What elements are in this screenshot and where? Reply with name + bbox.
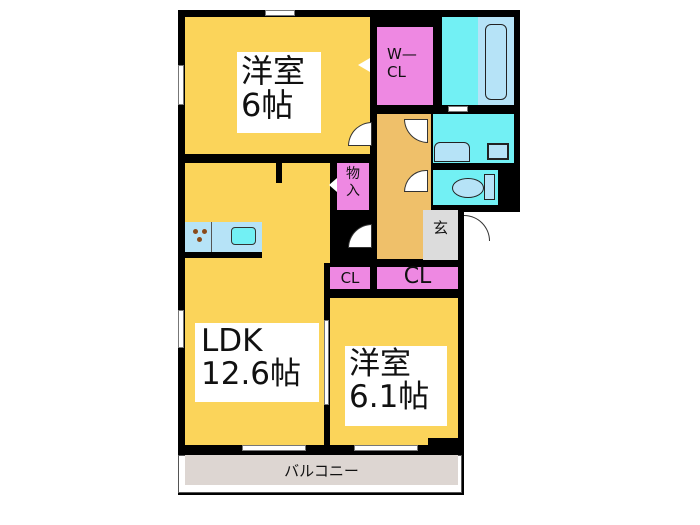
bath-door <box>448 106 468 112</box>
kitchen-counter-edge <box>185 252 262 258</box>
window-top <box>265 10 295 16</box>
storage-label-line1: 物 <box>346 166 360 182</box>
ldk-label: LDK 12.6帖 <box>195 323 319 402</box>
walk-in-closet-label: W— CL <box>377 45 427 81</box>
wcl-line1: W— <box>387 45 417 63</box>
closet-small <box>330 267 370 289</box>
sink-icon <box>231 227 256 245</box>
storage-closet <box>337 163 369 210</box>
room2-corner-stub <box>428 438 458 445</box>
bathtub-icon <box>485 24 507 100</box>
room1-label: 洋室 6帖 <box>237 52 321 133</box>
closet-large-label: CL <box>403 264 432 289</box>
burner-icon <box>197 237 202 242</box>
closet-small-label: CL <box>340 269 360 287</box>
burner-icon <box>193 229 198 234</box>
hallway-lower <box>377 205 422 259</box>
room2-name: 洋室 <box>349 346 411 382</box>
toilet-bowl-icon <box>452 178 484 198</box>
room1-name: 洋室 <box>241 52 306 90</box>
entrance <box>423 210 458 260</box>
balcony-label: バルコニー <box>284 462 359 480</box>
washing-machine-icon <box>487 143 509 160</box>
storage-door[interactable] <box>329 178 337 192</box>
balcony <box>185 455 458 485</box>
ldk-name: LDK <box>201 323 263 359</box>
washbasin-icon <box>434 142 470 162</box>
window-balcony-ldk <box>242 445 306 451</box>
room2-size: 6.1帖 <box>349 378 430 415</box>
bathroom <box>442 17 478 105</box>
window-balcony-room2 <box>354 445 418 451</box>
storage-label-line2: 入 <box>346 182 360 199</box>
toilet-tank-icon <box>484 174 495 200</box>
sliding-door-ldk-room2[interactable] <box>324 320 329 405</box>
room1-size: 6帖 <box>241 85 294 124</box>
closet-large <box>377 267 458 289</box>
walk-in-closet <box>377 27 433 105</box>
ldk-size: 12.6帖 <box>201 355 302 392</box>
room2-label: 洋室 6.1帖 <box>345 346 447 426</box>
entrance-label: 玄 <box>432 219 448 237</box>
wcl-line2: CL <box>387 63 406 81</box>
burner-icon <box>202 229 207 234</box>
storage-label: 物 入 <box>337 166 369 200</box>
window-left-ldk <box>178 310 184 348</box>
ldk-partition-stub <box>276 163 282 183</box>
window-left-upper <box>178 65 184 105</box>
entrance-door[interactable] <box>464 215 490 241</box>
